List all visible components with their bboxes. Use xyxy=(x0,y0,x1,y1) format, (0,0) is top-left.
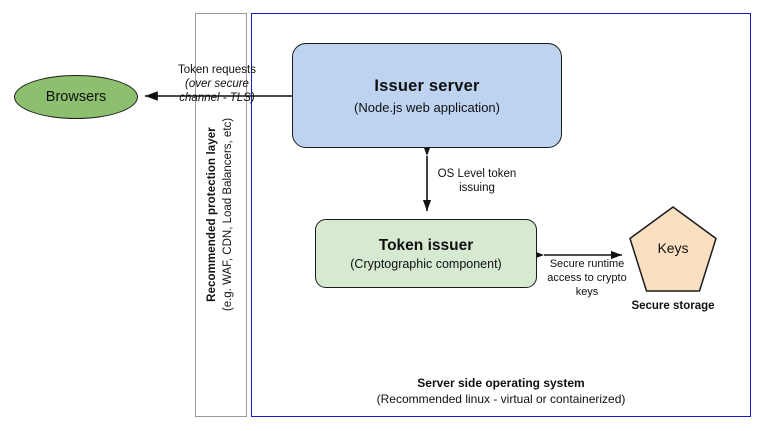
issuer-server-subtitle: (Node.js web application) xyxy=(354,99,500,115)
pentagon-icon xyxy=(629,206,717,292)
secure-runtime-access-label: Secure runtime access to crypto keys xyxy=(541,258,633,299)
browsers-node[interactable]: Browsers xyxy=(14,75,138,119)
os-level-line-1: OS Level token xyxy=(437,168,517,180)
issuer-server-node[interactable]: Issuer server (Node.js web application) xyxy=(292,43,562,148)
token-requests-line-1: Token requests xyxy=(178,64,256,76)
os-level-token-issuing-label: OS Level token issuing xyxy=(422,167,532,196)
token-requests-line-3: channel - TLS) xyxy=(179,91,255,104)
secure-runtime-line-2: access to crypto xyxy=(547,271,627,284)
protection-layer-container xyxy=(195,13,247,417)
browsers-node-label: Browsers xyxy=(45,89,107,105)
keys-node[interactable] xyxy=(628,205,718,293)
operating-system-caption: Server side operating system (Recommende… xyxy=(301,375,701,407)
token-requests-line-2: (over secure xyxy=(185,77,249,90)
secure-runtime-line-3: keys xyxy=(575,285,599,298)
operating-system-subtitle: (Recommended linux - virtual or containe… xyxy=(376,392,626,407)
os-level-line-2: issuing xyxy=(459,182,495,195)
issuer-server-title: Issuer server xyxy=(374,76,480,95)
operating-system-container xyxy=(251,13,751,417)
operating-system-title: Server side operating system xyxy=(417,376,585,390)
token-requests-connector-label: Token requests (over secure channel - TL… xyxy=(166,64,268,105)
secure-runtime-line-1: Secure runtime xyxy=(549,258,625,270)
token-issuer-title: Token issuer xyxy=(378,236,474,254)
token-issuer-subtitle: (Cryptographic component) xyxy=(350,256,502,271)
token-issuer-node[interactable]: Token issuer (Cryptographic component) xyxy=(315,219,537,288)
secure-storage-caption: Secure storage xyxy=(631,300,715,312)
